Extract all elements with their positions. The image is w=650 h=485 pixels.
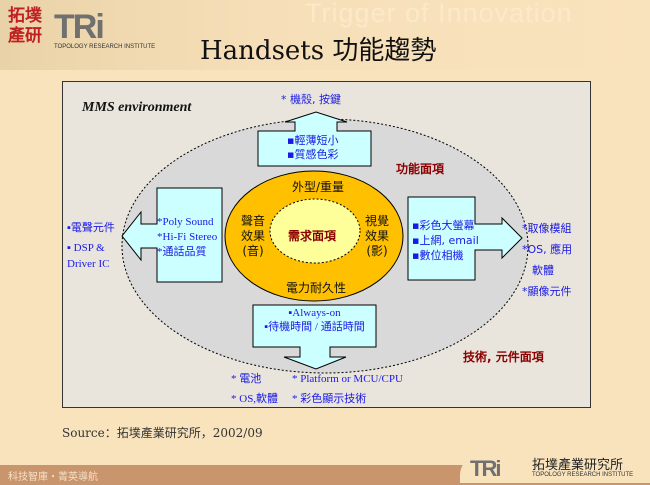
left-box: *Poly Sound *Hi-Fi Stereo *通話品質 (157, 215, 217, 260)
left-arrow (121, 187, 223, 283)
core-label: 需求面項 (288, 229, 337, 243)
right-out-line: *OS, 應用 (522, 243, 573, 256)
footer-logo-bg (460, 455, 650, 483)
page-title: Handsets 功能趨勢 (200, 36, 437, 66)
ring-left-line: (音) (242, 244, 264, 258)
core-ellipse (269, 198, 361, 264)
footer-slogan: 科技智庫・菁英導航 (8, 472, 98, 483)
top-out: * 機殼, 按鍵 (281, 93, 341, 106)
logo-chinese: 拓墣產研 (8, 6, 42, 46)
footer-logo-chinese: 拓墣產業研究所 (532, 458, 624, 473)
env-label: MMS environment (82, 100, 192, 115)
footer-logo-subtitle: TOPOLOGY RESEARCH INSTITUTE (532, 472, 634, 478)
ring-right-line: 視覺 (364, 214, 389, 228)
left-box-line: *Hi-Fi Stereo (157, 231, 218, 243)
func-label: 功能面項 (396, 162, 445, 176)
right-box-line: ▪數位相機 (412, 249, 464, 262)
right-arrow (407, 196, 523, 281)
left-box-line: *通話品質 (157, 246, 207, 258)
ring-bottom: 電力耐久性 (286, 281, 347, 295)
bottom-out-item: * 彩色顯示技術 (292, 393, 367, 405)
bottom-arrow (252, 304, 377, 370)
right-box-line: ▪上網, email (412, 234, 479, 247)
ring-left-line: 聲音 (240, 214, 265, 228)
bottom-out-item: * OS,軟體 (231, 393, 279, 405)
tagline: Trigger of Innovation (305, 0, 573, 28)
logo-tri: TRi (54, 8, 105, 46)
left-out: ▪電聲元件 ▪ DSP & Driver IC (67, 218, 115, 270)
bottom-box-line: ▪待機時間 / 通話時間 (264, 321, 365, 333)
bottom-out-item: * 電池 (231, 373, 262, 385)
left-out-line: ▪ DSP & (67, 242, 105, 254)
right-box-line: ▪彩色大螢幕 (412, 219, 475, 232)
ring-right-line: 效果 (364, 229, 389, 243)
bottom-box: ▪Always-on ▪待機時間 / 通話時間 (253, 306, 376, 334)
source-note: Source：拓墣產業研究所，2002/09 (62, 426, 263, 440)
ring-right: 視覺效果(影) (362, 214, 392, 259)
ring-left-line: 效果 (240, 229, 265, 243)
top-box-line: ▪輕薄短小 (287, 134, 339, 147)
ring-right-line: (影) (366, 244, 388, 258)
footer-logo-tri: TRi (470, 456, 501, 481)
right-out-line: *顯像元件 (522, 285, 572, 298)
header-banner (0, 0, 650, 70)
right-box: ▪彩色大螢幕 ▪上網, email ▪數位相機 (412, 218, 479, 263)
left-out-line: Driver IC (67, 258, 110, 270)
bottom-out-item: * Platform or MCU/CPU (292, 373, 403, 385)
ring-left: 聲音效果(音) (238, 214, 268, 259)
logo-subtitle: TOPOLOGY RESEARCH INSTITUTE (54, 44, 156, 50)
left-out-line: ▪電聲元件 (67, 222, 115, 234)
bottom-box-line: ▪Always-on (288, 307, 341, 319)
right-out: *取像模組 *OS, 應用軟體 *顯像元件 (522, 218, 572, 302)
tech-label: 技術, 元件面項 (463, 350, 544, 364)
right-out-line: *取像模組 (522, 222, 572, 235)
right-out-line: 軟體 (532, 264, 554, 277)
left-box-line: *Poly Sound (157, 216, 214, 228)
top-arrow (257, 111, 372, 167)
ring-top: 外型/重量 (292, 180, 345, 194)
top-box-line: ▪質感色彩 (287, 148, 339, 161)
